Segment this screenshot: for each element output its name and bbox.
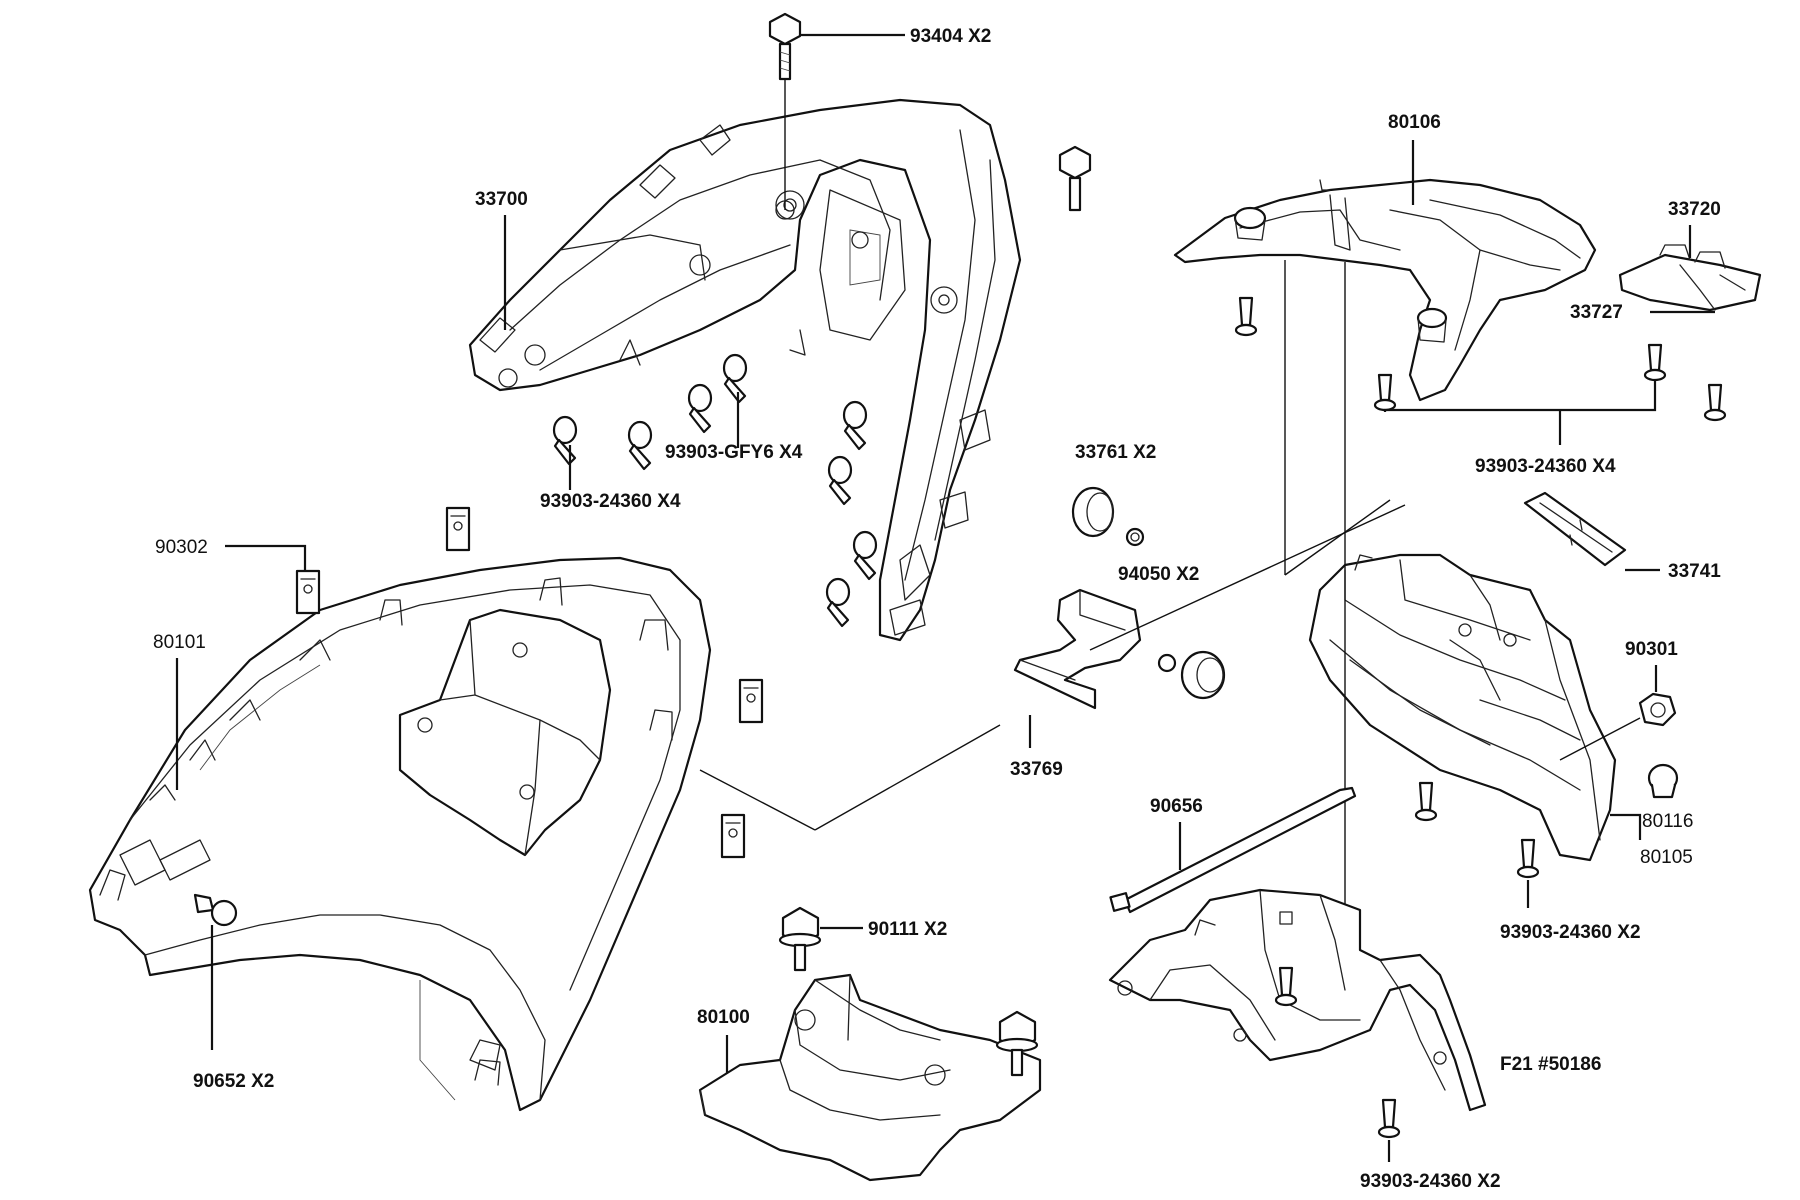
- part-90301-nut: [1638, 692, 1677, 727]
- label-90656: 90656: [1150, 796, 1203, 817]
- part-33720-hinge-bracket: [1618, 244, 1762, 312]
- label-80101: 80101: [153, 632, 206, 653]
- label-93903-24360-x2-bottom: 93903-24360 X2: [1360, 1171, 1501, 1192]
- label-80105: 80105: [1640, 847, 1693, 868]
- label-93404: 93404 X2: [910, 26, 991, 47]
- part-90302-clips: [295, 506, 764, 859]
- part-80101-seat-cowl: [88, 556, 712, 1112]
- part-94050-nut: [1125, 527, 1145, 547]
- part-90111-bolts: [778, 906, 1039, 1077]
- label-80116: 80116: [1642, 811, 1693, 832]
- part-90656-cable-tie: [1109, 786, 1357, 914]
- part-33700-inner-cover: [468, 98, 1022, 642]
- bolt-top-middle: [1058, 145, 1092, 212]
- label-33761: 33761 X2: [1075, 442, 1156, 463]
- label-90302: 90302: [155, 537, 208, 558]
- part-33761-reflector-2: [1157, 650, 1226, 700]
- label-93903-24360-x2-right: 93903-24360 X2: [1500, 922, 1641, 943]
- part-33761-reflector: [1071, 486, 1115, 538]
- label-93903-gfy6: 93903-GFY6 X4: [665, 442, 803, 463]
- label-33720: 33720: [1668, 199, 1721, 220]
- part-80116-grommet: [1647, 763, 1679, 799]
- label-90652: 90652 X2: [193, 1071, 274, 1092]
- label-80106: 80106: [1388, 112, 1441, 133]
- screw-frame-middle: [1274, 966, 1298, 1007]
- part-33741-lens: [1523, 491, 1627, 567]
- label-f21-50186: F21 #50186: [1500, 1054, 1601, 1075]
- screw-93903-24360-x2-bottom: [1377, 1098, 1401, 1139]
- part-90652-push-rivet: [193, 893, 238, 927]
- screws-93903-24360-left: [825, 400, 878, 628]
- part-33769-bracket: [1013, 588, 1142, 710]
- screw-93903-24360-x2-right: [1516, 838, 1540, 879]
- label-33741: 33741: [1668, 561, 1721, 582]
- part-80105-license-housing: [1308, 553, 1617, 862]
- screw-80106-left: [1234, 296, 1258, 337]
- label-90301: 90301: [1625, 639, 1678, 660]
- label-80100: 80100: [697, 1007, 750, 1028]
- label-33700: 33700: [475, 189, 528, 210]
- label-94050: 94050 X2: [1118, 564, 1199, 585]
- label-93903-24360-x4-right: 93903-24360 X4: [1475, 456, 1616, 477]
- part-f21-frame: [1108, 888, 1487, 1112]
- label-33769: 33769: [1010, 759, 1063, 780]
- screws-80106-right: [1373, 343, 1727, 422]
- label-33727: 33727: [1570, 302, 1623, 323]
- label-93903-24360-x4-left: 93903-24360 X4: [540, 491, 681, 512]
- part-80100-undertray: [698, 973, 1042, 1182]
- label-90111: 90111 X2: [868, 919, 947, 940]
- part-80106-rear-fender: [1173, 178, 1597, 402]
- bolt-93404: [768, 12, 905, 220]
- screw-80105-left: [1414, 781, 1438, 822]
